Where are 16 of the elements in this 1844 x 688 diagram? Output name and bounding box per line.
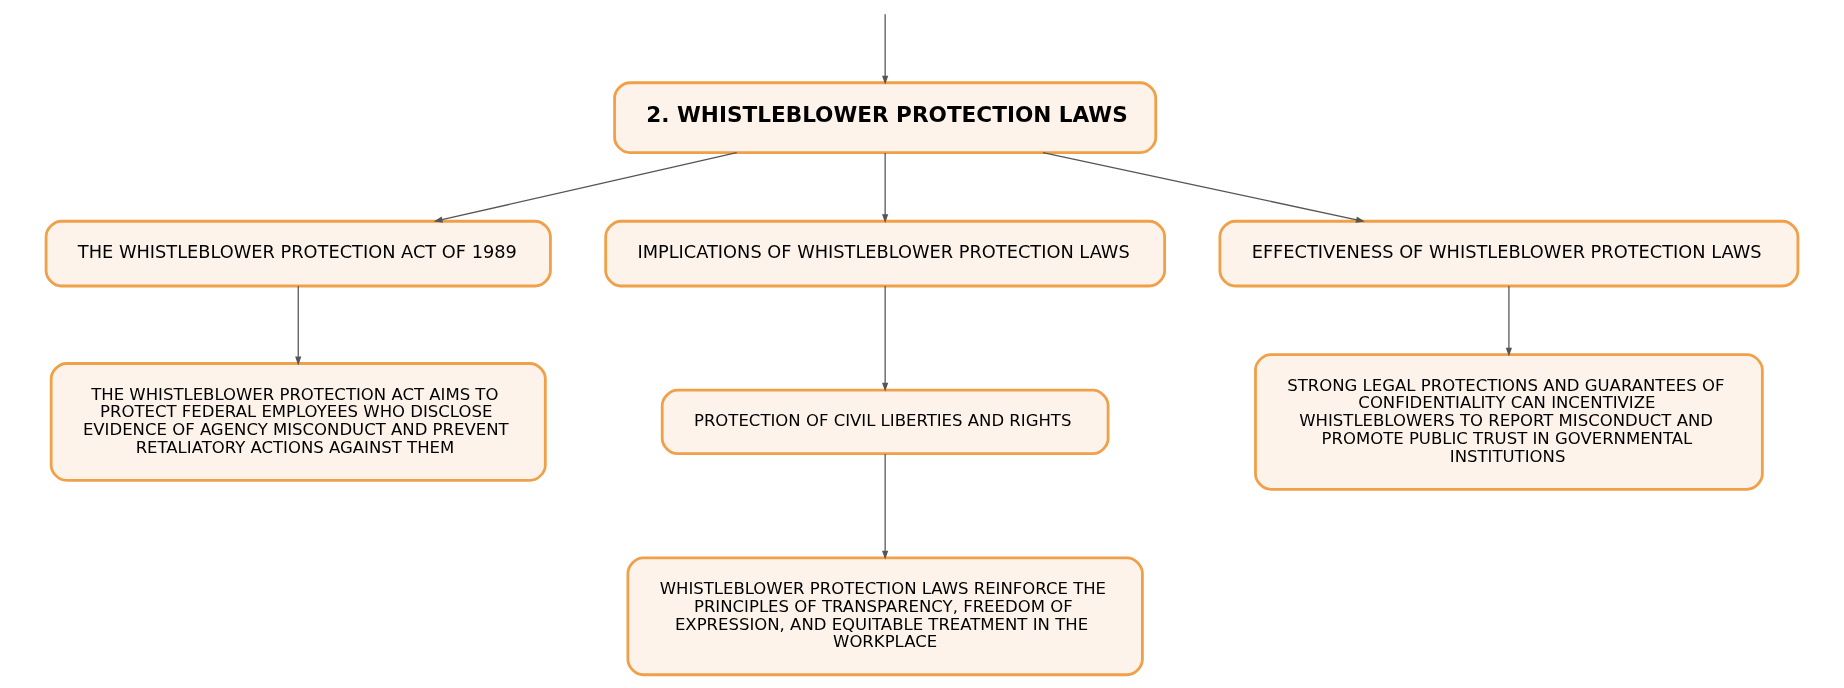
node-box: STRONG LEGAL PROTECTIONS AND GUARANTEES OF CONFIDENTIALITY CAN INCENTIVIZE WHISTLEBLOWERS TO REPORT MISCONDUCT AND PROMOTE PUBLIC TRUST IN GOVERNMENTAL INSTITUTIONS [1254,353,1764,491]
node-box: 2. WHISTLEBLOWER PROTECTION LAWS [613,81,1158,155]
node-box: PROTECTION OF CIVIL LIBERTIES AND RIGHTS [660,388,1110,456]
node-box: THE WHISTLEBLOWER PROTECTION ACT OF 1989 [44,219,552,288]
arrow [1505,285,1513,357]
arrow [882,453,889,560]
arrow [295,285,302,366]
node-box: EFFECTIVENESS OF WHISTLEBLOWER PROTECTION LAWS [1218,219,1800,288]
arrow [882,152,889,224]
node-box: WHISTLEBLOWER PROTECTION LAWS REINFORCE THE PRINCIPLES OF TRANSPARENCY, FREEDOM OF EXPRESSION, AND EQUITABLE TREATMENT IN THE WORKPLACE [626,556,1144,677]
node-box: THE WHISTLEBLOWER PROTECTION ACT AIMS TO PROTECT FEDERAL EMPLOYEES WHO DISCLOSE EVIDENCE OF AGENCY MISCONDUCT AND PREVENT RETALIATORY ACTIONS AGAINST THEM [49,362,547,482]
arrow [1042,152,1365,223]
arrow [433,152,738,223]
arrow [882,13,889,85]
arrow [882,285,889,392]
node-box: IMPLICATIONS OF WHISTLEBLOWER PROTECTION LAWS [604,219,1167,288]
